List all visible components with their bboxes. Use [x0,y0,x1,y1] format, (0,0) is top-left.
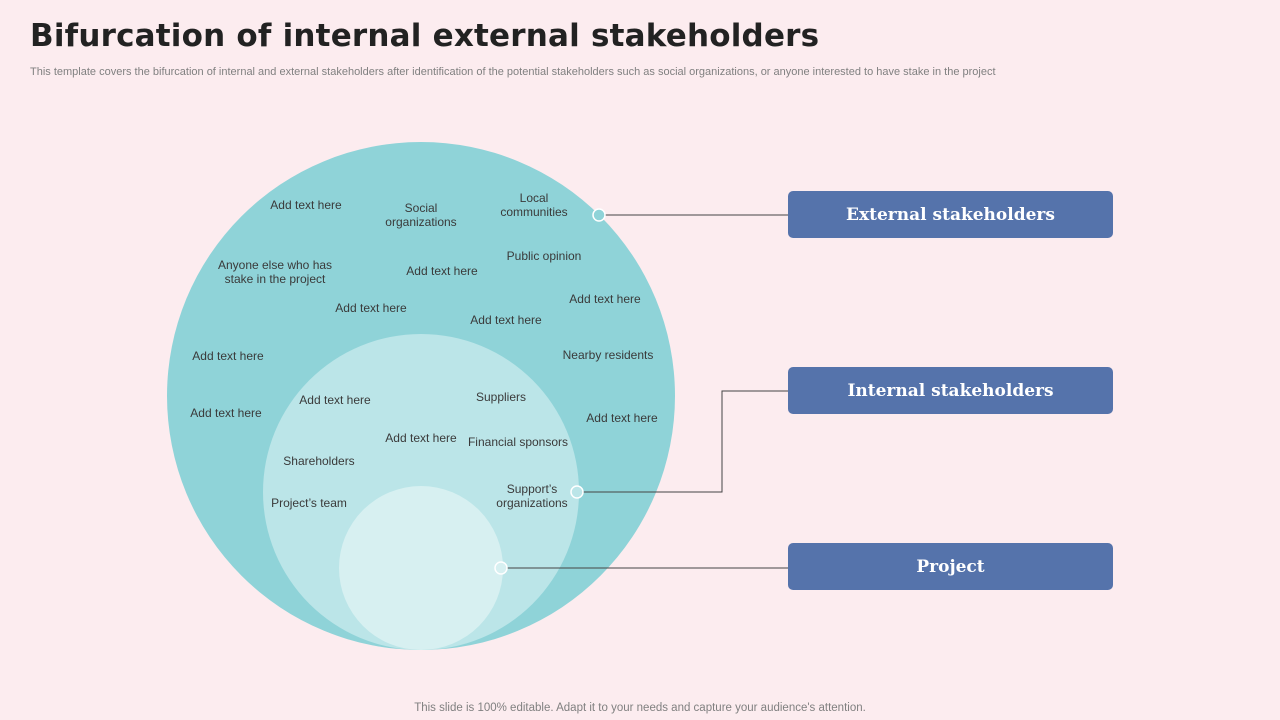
outer-label: Public opinion [506,249,582,263]
inner-label: Add text here [385,431,457,445]
inner-label: Financial sponsors [467,435,569,449]
inner-label: Project’s team [271,496,347,510]
connector-internal [577,390,788,493]
inner-label: Add text here [299,393,371,407]
internal-stakeholders-box: Internal stakeholders [788,367,1113,414]
outer-label: Add text here [190,406,262,420]
external-stakeholders-box: External stakeholders [788,191,1113,238]
outer-label: Add text here [406,264,478,278]
outer-label: Add text here [586,411,658,425]
connector-dot-external [592,208,606,222]
outer-label: Add text here [192,349,264,363]
outer-label: Add text here [470,313,542,327]
outer-label: Add text here [270,198,342,212]
outer-label: Add text here [335,301,407,315]
inner-circle-project [339,486,503,650]
connector-dot-internal [570,485,584,499]
page-title: Bifurcation of internal external stakeho… [30,18,820,54]
footer-note: This slide is 100% editable. Adapt it to… [414,702,866,714]
inner-label: Shareholders [283,454,355,468]
connector-dot-project [494,561,508,575]
outer-label: Add text here [569,292,641,306]
page-subtitle: This template covers the bifurcation of … [30,66,996,78]
inner-label: Suppliers [475,390,527,404]
outer-label: Nearby residents [562,348,654,362]
project-box: Project [788,543,1113,590]
